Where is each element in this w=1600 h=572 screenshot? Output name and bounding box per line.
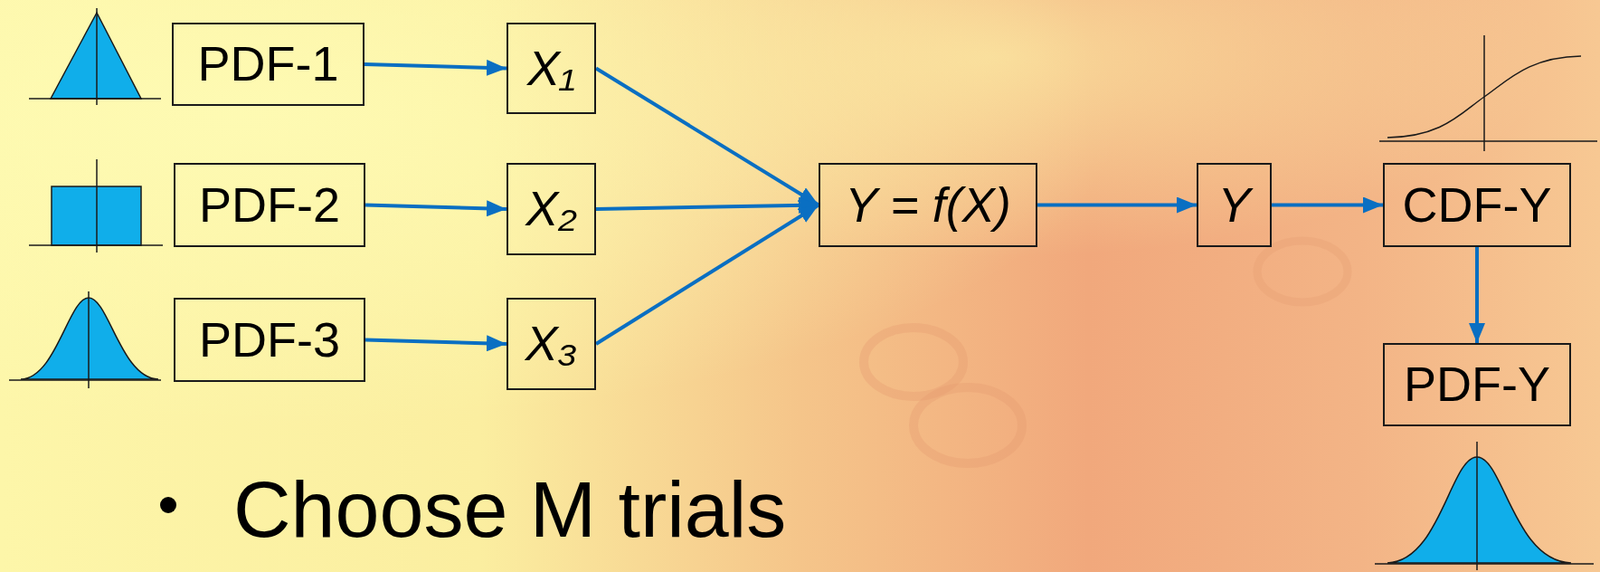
box-label: Y: [1217, 178, 1250, 232]
icon-axis: [9, 378, 161, 381]
flow-arrow: [596, 68, 819, 206]
icon-axis: [1476, 441, 1478, 570]
icon-axis: [87, 291, 90, 389]
background-ring: [1257, 240, 1348, 303]
box-label: CDF-Y: [1402, 178, 1553, 232]
output-pdf-icon: [1387, 456, 1572, 563]
bullet-dot: [160, 496, 177, 513]
process-box: PDF-2: [173, 162, 366, 247]
icon-axis: [28, 244, 163, 247]
process-box: PDF-1: [171, 22, 365, 106]
process-box: Y = f(X): [818, 162, 1038, 247]
icon-axis: [1483, 35, 1486, 152]
background-ring: [913, 387, 1023, 464]
box-label: PDF-Y: [1403, 357, 1551, 411]
flow-arrow: [1271, 203, 1383, 208]
flow-arrow: [596, 205, 819, 210]
flow-arrow: [364, 64, 507, 69]
box-label: Y = f(X): [844, 178, 1012, 232]
icon-axis: [1379, 140, 1598, 143]
icon-axis: [95, 159, 98, 253]
process-box: X₃: [506, 297, 597, 390]
flow-arrow: [596, 205, 819, 345]
triangle-pdf-icon: [50, 12, 142, 99]
flow-arrow: [365, 340, 507, 345]
box-label: X₃: [525, 316, 578, 370]
process-box: PDF-3: [173, 297, 366, 382]
flow-arrow: [1037, 203, 1197, 208]
box-label: X₁: [527, 41, 576, 95]
box-label: PDF-1: [197, 37, 339, 91]
box-label: PDF-2: [198, 178, 341, 232]
icon-axis: [28, 97, 161, 100]
process-box: CDF-Y: [1382, 162, 1572, 247]
icon-axis: [1374, 562, 1594, 565]
bullet-text: Choose M trials: [233, 463, 786, 555]
process-box: Y: [1196, 162, 1272, 247]
box-label: PDF-3: [198, 312, 341, 367]
process-box: X₂: [506, 162, 597, 256]
icon-axis: [95, 8, 98, 105]
process-box: X₁: [506, 22, 597, 114]
box-label: X₂: [525, 181, 578, 236]
normal-pdf-icon: [20, 297, 159, 379]
flow-arrow: [1475, 246, 1479, 343]
process-box: PDF-Y: [1382, 342, 1572, 427]
flow-arrow: [365, 205, 507, 210]
